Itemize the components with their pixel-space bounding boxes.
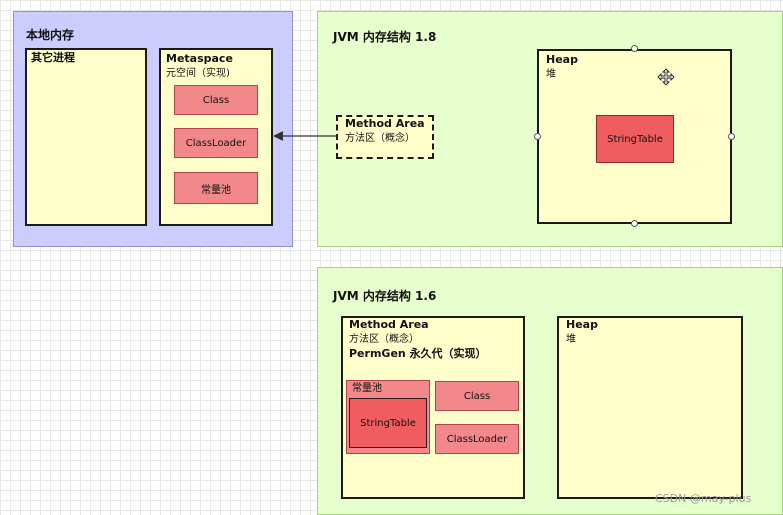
other-process-box bbox=[25, 48, 147, 226]
jvm18-string-table-box: StringTable bbox=[596, 115, 674, 163]
jvm16-permgen-label: PermGen 永久代（实现） bbox=[349, 347, 487, 360]
jvm18-method-area-box bbox=[336, 115, 434, 159]
jvm16-constant-pool-label: 常量池 bbox=[352, 383, 382, 394]
jvm16-string-table-box: StringTable bbox=[349, 398, 427, 448]
jvm16-method-area-title: Method Area bbox=[349, 318, 429, 331]
metaspace-subtitle: 元空间（实现) bbox=[166, 68, 230, 79]
move-cursor-icon bbox=[657, 68, 675, 86]
metaspace-class-box: Class bbox=[174, 85, 258, 115]
jvm16-heap-box bbox=[557, 316, 743, 499]
jvm16-heap-title: Heap bbox=[566, 318, 598, 331]
csdn-watermark: CSDN @may-plus bbox=[655, 492, 752, 505]
jvm18-method-area-title: Method Area bbox=[345, 117, 425, 130]
method-area-to-metaspace-arrow bbox=[273, 131, 337, 141]
heap-resize-handle-top[interactable] bbox=[631, 45, 638, 52]
heap-resize-handle-bottom[interactable] bbox=[631, 220, 638, 227]
heap-resize-handle-left[interactable] bbox=[534, 133, 541, 140]
metaspace-classloader-box: ClassLoader bbox=[174, 128, 258, 158]
metaspace-constant-pool-box: 常量池 bbox=[174, 172, 258, 204]
other-process-label: 其它进程 bbox=[31, 51, 75, 64]
jvm16-heap-subtitle: 堆 bbox=[566, 334, 576, 345]
native-memory-title: 本地内存 bbox=[26, 28, 75, 42]
jvm18-heap-subtitle: 堆 bbox=[546, 69, 556, 80]
jvm16-class-box: Class bbox=[435, 381, 519, 411]
jvm16-title: JVM 内存结构 1.6 bbox=[333, 289, 437, 303]
jvm18-method-area-subtitle: 方法区（概念） bbox=[345, 133, 415, 144]
heap-resize-handle-right[interactable] bbox=[728, 133, 735, 140]
jvm16-classloader-box: ClassLoader bbox=[435, 424, 519, 454]
metaspace-title: Metaspace bbox=[166, 52, 233, 65]
jvm18-title: JVM 内存结构 1.8 bbox=[333, 30, 437, 44]
jvm16-method-area-subtitle: 方法区（概念） bbox=[349, 334, 419, 345]
jvm18-heap-title: Heap bbox=[546, 53, 578, 66]
